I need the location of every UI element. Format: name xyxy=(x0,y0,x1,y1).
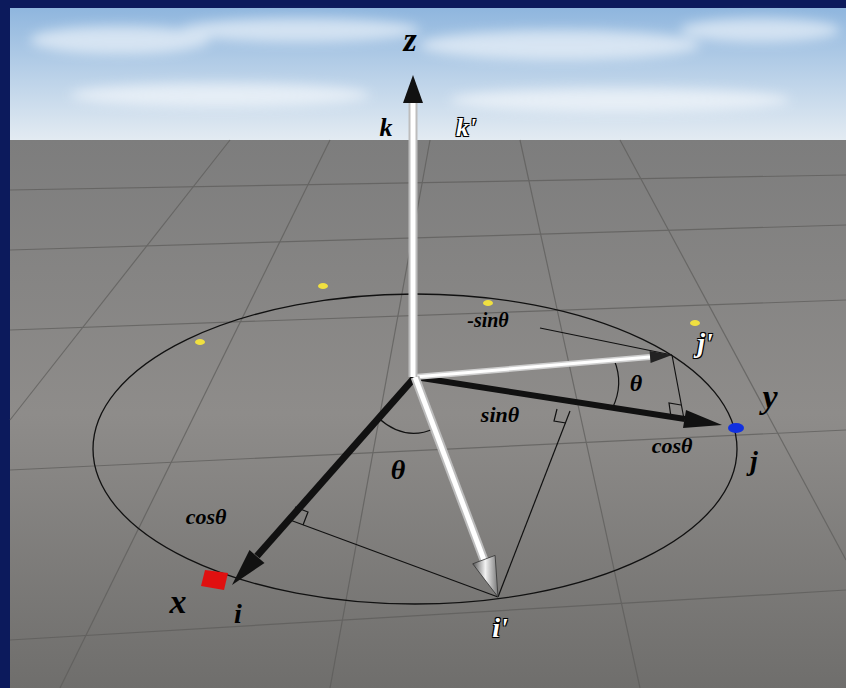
axis-label: j' xyxy=(697,329,713,357)
axis-label: i xyxy=(234,600,242,628)
floor xyxy=(10,140,846,688)
y-axis xyxy=(415,377,744,433)
axis-label: y xyxy=(762,380,777,414)
axis-label: cosθ xyxy=(186,506,227,528)
axis-label: θ xyxy=(630,371,642,395)
axis-label: j xyxy=(750,447,758,475)
axis-label: z xyxy=(403,23,416,57)
sky xyxy=(10,8,846,140)
axis-label: i' xyxy=(492,614,508,642)
axis-label: k xyxy=(380,115,393,141)
clouds xyxy=(30,18,840,112)
axis-label: cosθ xyxy=(652,435,693,457)
x-axis xyxy=(201,377,415,590)
z-axis xyxy=(403,75,423,377)
floor-grid xyxy=(10,140,846,688)
axis-label: x xyxy=(170,585,187,619)
marker-dots xyxy=(195,283,700,345)
axis-label: -sinθ xyxy=(467,310,509,330)
projection-lines xyxy=(290,328,684,597)
axis-label: sinθ xyxy=(481,404,519,426)
axis-label: θ xyxy=(391,456,406,484)
axis-label: k' xyxy=(456,115,476,141)
